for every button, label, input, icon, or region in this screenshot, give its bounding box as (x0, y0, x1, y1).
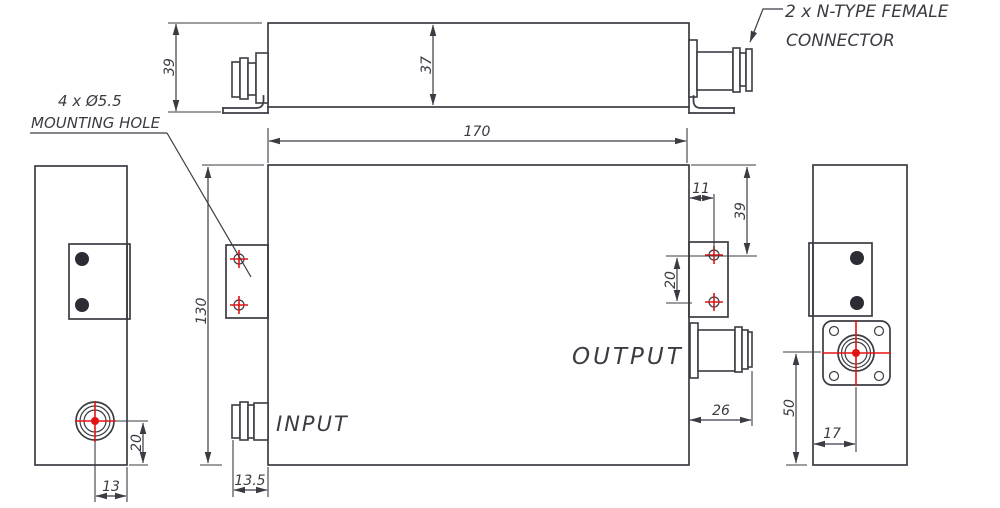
dim-text-50: 50 (782, 399, 798, 417)
bracket-hole-icon (850, 251, 864, 265)
dim-input-from-edge-13: 13 (94, 442, 128, 502)
dim-body-height-37: 37 (419, 24, 437, 106)
dim-text-26: 26 (712, 403, 730, 419)
top-view-input-connector (231, 52, 269, 104)
dim-hole-inset-11: 11 (689, 181, 715, 250)
right-view-body (812, 164, 908, 466)
top-view-right-bracket-foot (688, 95, 735, 114)
top-view: 39 37 2 x N-TYPE FEMALE CONNECTOR (162, 2, 949, 114)
dim-text-170: 170 (464, 124, 491, 140)
dim-length-170: 170 (267, 124, 688, 163)
front-right-bracket (688, 241, 729, 318)
top-view-left-bracket-foot (222, 95, 269, 114)
front-view: INPUT OUTPUT 4 x Ø5.5 MOUNTING HOLE 130 (30, 92, 757, 497)
dim-input-from-bottom-20: 20 (116, 420, 148, 466)
callout-connector-line1: 2 x N-TYPE FEMALE (785, 2, 949, 22)
front-output-connector (689, 322, 753, 379)
dim-overall-height-39: 39 (162, 22, 262, 113)
bracket-hole-icon (75, 298, 89, 312)
left-side-view: 20 13 (34, 165, 148, 502)
dim-text-20-left: 20 (129, 434, 145, 452)
flange-hole-icon (828, 325, 840, 337)
dim-output-from-bottom-50: 50 (782, 351, 821, 466)
callout-connector-line2: CONNECTOR (786, 31, 895, 51)
callout-mounting-line2: MOUNTING HOLE (31, 114, 161, 132)
front-left-bracket (225, 244, 269, 319)
dim-text-39-right: 39 (733, 202, 749, 220)
callout-mounting-line1: 4 x Ø5.5 (58, 92, 122, 110)
front-input-connector (231, 401, 269, 441)
left-view-bracket (68, 243, 131, 320)
dim-hole-pitch-20: 20 (663, 257, 692, 304)
dim-hole-top-offset-39: 39 (666, 164, 757, 257)
dim-text-130: 130 (194, 298, 210, 325)
mounting-hole-callout: 4 x Ø5.5 MOUNTING HOLE (30, 92, 252, 278)
connector-callout: 2 x N-TYPE FEMALE CONNECTOR (749, 2, 949, 51)
dim-input-length-13-5: 13.5 (232, 440, 269, 497)
output-label: OUTPUT (572, 344, 684, 370)
input-label: INPUT (276, 412, 349, 436)
dim-text-39-top: 39 (162, 58, 178, 76)
dim-text-11: 11 (692, 181, 710, 197)
flange-hole-icon (873, 325, 885, 337)
bracket-hole-icon (850, 296, 864, 310)
right-view-bracket (808, 242, 873, 317)
bracket-hole-icon (75, 252, 89, 266)
flange-hole-icon (828, 370, 840, 382)
right-side-view: 50 17 (782, 164, 908, 466)
dim-text-37: 37 (419, 56, 435, 74)
dim-text-17: 17 (823, 426, 841, 442)
dim-text-20-right: 20 (663, 271, 679, 289)
dim-output-length-26: 26 (688, 371, 753, 426)
top-view-output-connector (688, 39, 753, 98)
dim-text-13: 13 (102, 479, 120, 495)
flange-hole-icon (873, 370, 885, 382)
dim-text-13-5: 13.5 (234, 473, 265, 489)
left-view-input-connector-face (75, 401, 116, 442)
right-view-output-flange (822, 320, 891, 386)
top-view-body (267, 22, 690, 108)
dim-output-from-edge-17: 17 (813, 387, 857, 452)
dim-height-130: 130 (194, 164, 264, 466)
